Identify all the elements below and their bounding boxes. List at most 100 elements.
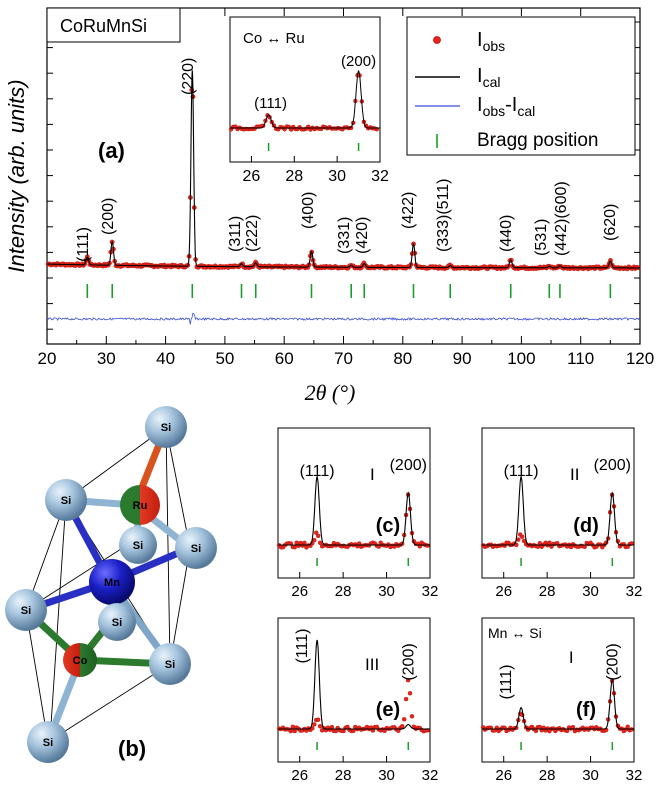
swap-label: Mn ↔ Si <box>488 625 542 641</box>
atom-si-6: Si <box>98 603 136 641</box>
inset-frame <box>229 16 381 163</box>
panel-obs-point <box>547 540 552 545</box>
x-tick-label: 120 <box>626 349 654 368</box>
panel-obs-point <box>316 533 321 539</box>
x-tick-label: 50 <box>215 349 234 368</box>
panel-label: (e) <box>376 699 400 721</box>
model-number: I <box>370 465 375 484</box>
panel-cal-line <box>278 474 430 546</box>
x-tick-label: 80 <box>393 349 412 368</box>
panel-frame <box>481 427 635 579</box>
panel-obs-point <box>407 691 413 696</box>
panel-cal-line <box>278 639 430 730</box>
legend-obs-marker <box>433 36 441 44</box>
panel-x-tick-label: 26 <box>291 583 308 600</box>
peak-label: (620) <box>602 204 619 241</box>
crystal-structure: Si Si Ru Si Si Mn Si Si Co Si Si (b) <box>5 406 217 763</box>
panel-x-tick-label: 32 <box>422 767 439 784</box>
panel-obs-point <box>317 540 323 545</box>
panel-peak-label: (111) <box>504 463 539 480</box>
svg-text:Si: Si <box>161 422 171 434</box>
inset-peak-label: (200) <box>341 53 376 70</box>
model-number: I <box>569 648 574 667</box>
panel-x-tick-label: 30 <box>378 583 395 600</box>
atom-si-3: Si <box>119 526 157 564</box>
panel-peak-label: (200) <box>390 457 427 474</box>
x-tick-label: 70 <box>334 349 353 368</box>
panel-cal-line <box>482 678 634 730</box>
panel-obs-point <box>312 537 317 543</box>
peak-label: (331) <box>336 217 353 254</box>
panel-frame <box>277 617 431 763</box>
panel-peak-label: (200) <box>604 643 621 680</box>
legend-obs-label: Iobs <box>477 29 505 54</box>
panel-frame <box>481 617 635 763</box>
panel-obs-point <box>520 534 525 539</box>
atom-si-7: Si <box>149 643 191 685</box>
peak-label: (420) <box>354 217 371 254</box>
svg-text:Si: Si <box>61 495 71 507</box>
panel-obs-point <box>290 724 295 729</box>
x-tick-label: 40 <box>156 349 175 368</box>
panel-obs-point <box>405 678 411 683</box>
peak-label: (442)(600) <box>553 181 570 256</box>
panel-obs-point <box>400 724 405 729</box>
atom-co: Co <box>63 643 97 677</box>
svg-text:Si: Si <box>112 617 122 629</box>
svg-text:Si: Si <box>43 737 53 749</box>
atom-si-4: Si <box>175 527 217 569</box>
legend-cal-label: Ical <box>477 65 500 90</box>
panel-x-tick-label: 28 <box>335 583 352 600</box>
atom-si-2: Si <box>45 479 87 521</box>
atom-si-1: Si <box>145 406 187 448</box>
compound-label: CoRuMnSi <box>60 16 147 36</box>
panel-x-tick-label: 28 <box>539 583 556 600</box>
model-number: II <box>570 465 579 484</box>
panel-obs-point <box>288 728 293 734</box>
x-tick-label: 100 <box>507 349 535 368</box>
panel-x-tick-label: 26 <box>291 767 308 784</box>
panel-x-tick-label: 32 <box>626 583 643 600</box>
compound-label-box <box>46 7 181 43</box>
x-tick-label: 30 <box>97 349 116 368</box>
peak-label: (440) <box>498 215 515 252</box>
panel-obs-point <box>403 696 409 702</box>
panel-obs-point <box>402 717 407 722</box>
legend-bragg-label: Bragg position <box>477 130 598 151</box>
panel-peak-label: (200) <box>400 643 417 680</box>
peak-label: (111) <box>75 227 92 262</box>
panel-peak-label: (111) <box>294 629 311 664</box>
panel-peak-label: (200) <box>594 457 631 474</box>
panel-label: (d) <box>573 515 599 537</box>
legend: Iobs Ical Iobs-Ical Bragg position <box>406 16 636 156</box>
svg-text:Co: Co <box>73 655 88 667</box>
main-traces <box>45 70 641 325</box>
panel-frame <box>277 427 431 579</box>
panel-label: (c) <box>376 515 400 537</box>
panel-obs-point <box>292 545 297 550</box>
model-number: III <box>365 655 379 674</box>
inset-x-tick-label: 32 <box>371 168 389 185</box>
panel-obs-point <box>409 714 415 719</box>
panel-label-a: (a) <box>98 138 125 163</box>
panel-x-tick-label: 32 <box>626 767 643 784</box>
peak-label: (222) <box>244 215 261 252</box>
atom-mn: Mn <box>89 559 135 605</box>
panel-x-tick-label: 26 <box>495 583 512 600</box>
main-peak-labels: (111)(200)(220)(311)(222)(400)(331)(420)… <box>75 58 619 262</box>
panel-peak-label: (111) <box>498 665 515 700</box>
peak-label: (531) <box>533 219 550 256</box>
panel-obs-point <box>316 717 321 722</box>
panel-obs-point <box>317 724 323 729</box>
svg-text:Si: Si <box>133 540 143 552</box>
peak-label: (422) <box>400 192 417 229</box>
svg-text:Si: Si <box>21 605 31 617</box>
svg-text:Si: Si <box>165 659 175 671</box>
